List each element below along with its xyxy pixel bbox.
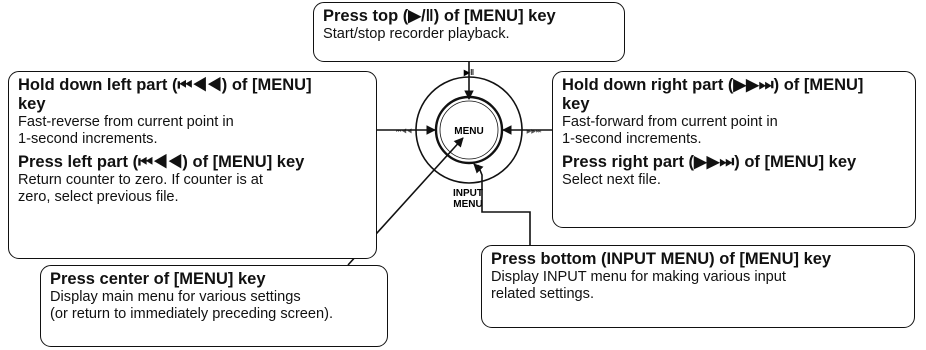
center-callout-body: Display main menu for various settings (…	[50, 289, 334, 322]
bottom-connector-arrow	[473, 163, 484, 174]
center-callout-title: Press center of [MENU] key	[50, 270, 266, 288]
left-callout-body-press: Return counter to zero. If counter is at…	[18, 172, 263, 205]
dial-right-symbol: ▶▶⏭	[527, 129, 542, 135]
bottom-callout: Press bottom (INPUT MENU) of [MENU] key …	[481, 245, 915, 328]
top-callout-title: Press top (▶/‖) of [MENU] key	[323, 7, 556, 25]
left-callout-body-hold: Fast-reverse from current point in 1-sec…	[18, 114, 234, 147]
dial-left-symbol: ⏮◀◀	[396, 128, 412, 135]
menu-key-inner-ring	[439, 100, 499, 160]
center-callout: Press center of [MENU] key Display main …	[40, 265, 388, 347]
left-callout: Hold down left part (⏮◀◀) of [MENU] key …	[8, 71, 377, 259]
right-callout: Hold down right part (▶▶⏭) of [MENU] key…	[552, 71, 916, 228]
input-menu-label: MENU	[453, 199, 482, 210]
bottom-callout-title: Press bottom (INPUT MENU) of [MENU] key	[491, 250, 832, 268]
right-callout-body-hold: Fast-forward from current point in 1-sec…	[562, 114, 778, 147]
bottom-callout-body: Display INPUT menu for making various in…	[491, 269, 786, 302]
right-callout-title-hold: Hold down right part (▶▶⏭) of [MENU] key	[562, 76, 864, 113]
menu-key-label: MENU	[454, 126, 483, 137]
right-callout-title-press: Press right part (▶▶⏭) of [MENU] key	[562, 153, 857, 171]
top-callout-body: Start/stop recorder playback.	[323, 26, 510, 42]
input-label: INPUT	[453, 188, 483, 199]
right-callout-body-press: Select next file.	[562, 172, 661, 188]
left-callout-title-hold: Hold down left part (⏮◀◀) of [MENU] key	[18, 76, 312, 113]
top-callout: Press top (▶/‖) of [MENU] key Start/stop…	[313, 2, 625, 62]
left-callout-title-press: Press left part (⏮◀◀) of [MENU] key	[18, 153, 305, 171]
